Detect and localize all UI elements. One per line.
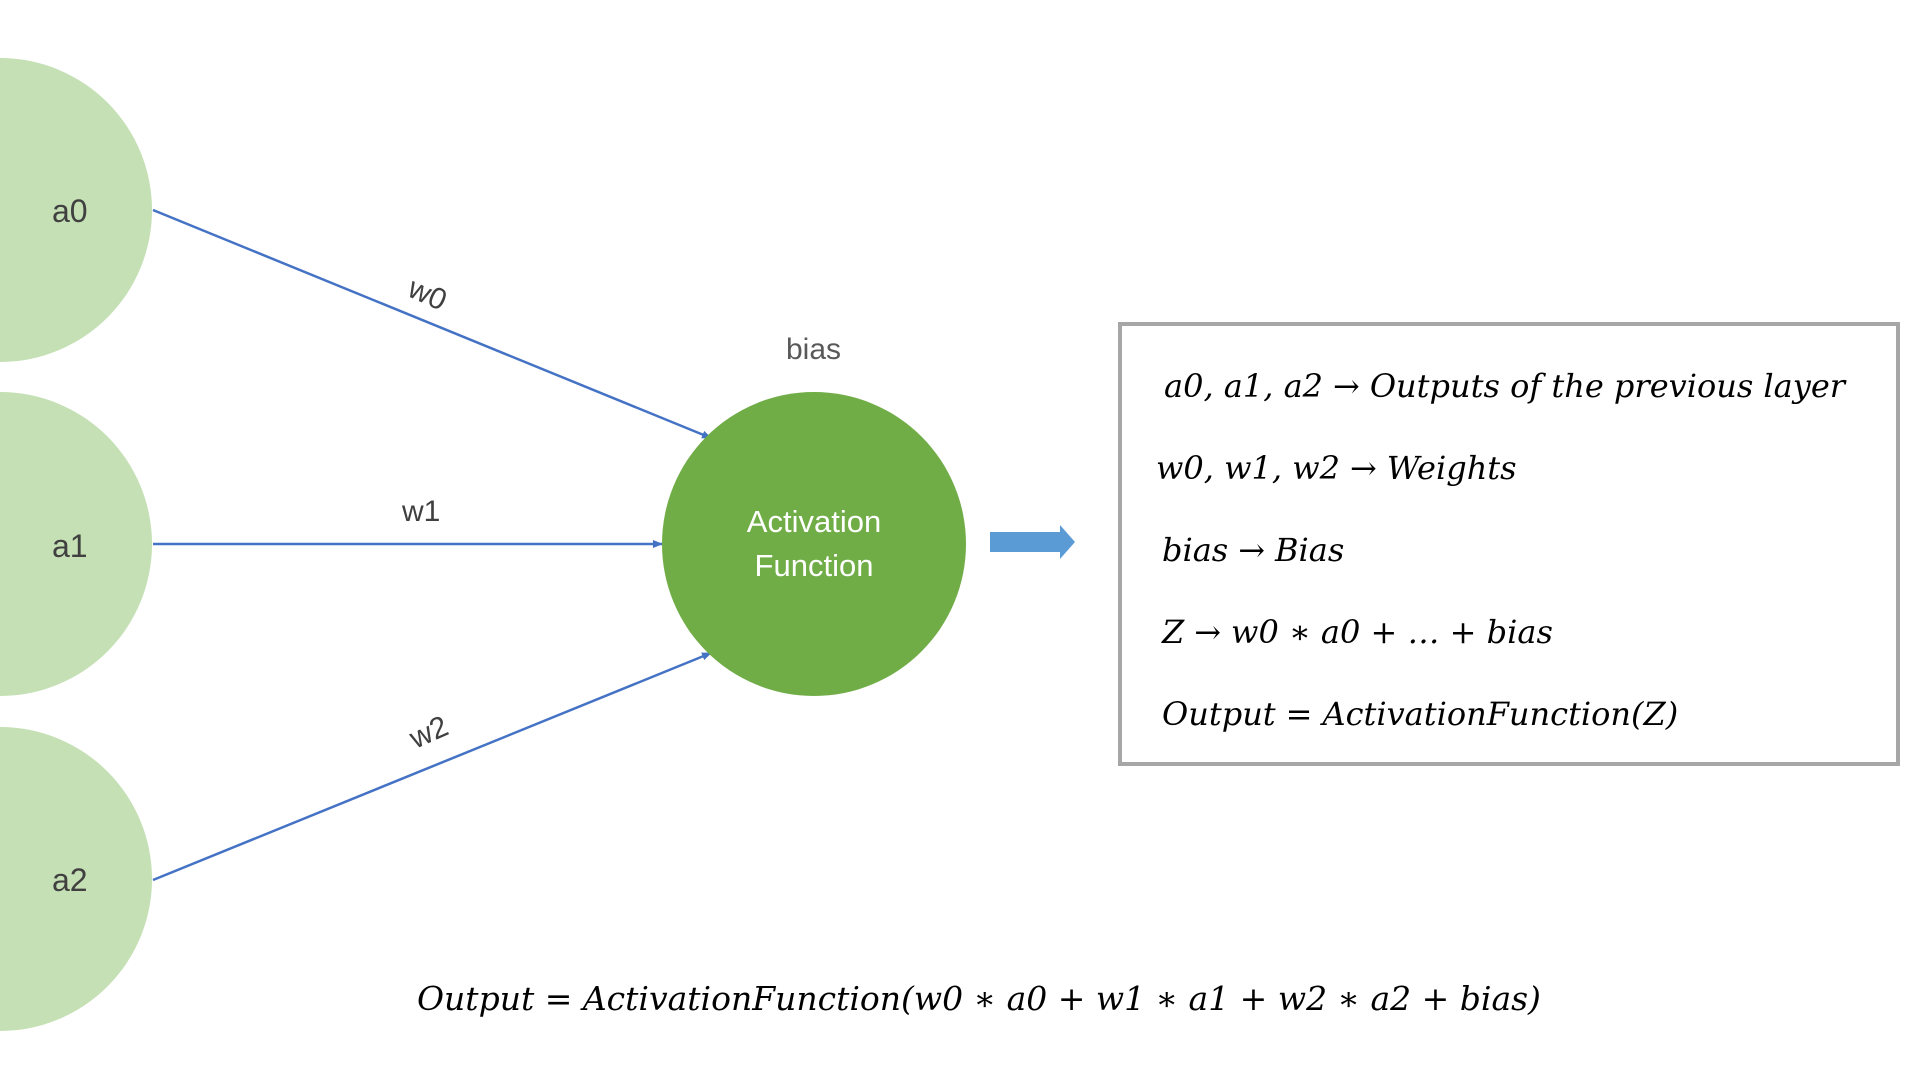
- definition-symbol: bias: [1162, 531, 1229, 569]
- bias-label: bias: [786, 333, 842, 366]
- connector-w2: [152, 651, 712, 882]
- weight-label-w1: w1: [402, 495, 441, 528]
- definition-row: a0, a1, a2 →Outputs of the previous layer: [1164, 370, 1845, 402]
- definition-arrow: →: [1349, 449, 1377, 487]
- input-label-a1: a1: [52, 528, 88, 564]
- definition-row: Output=ActivationFunction(Z): [1162, 698, 1678, 730]
- input-label-a2: a2: [52, 862, 88, 898]
- definition-symbol: a0, a1, a2: [1164, 367, 1323, 405]
- activation-label-line1: Activation: [746, 504, 882, 539]
- definition-arrow: =: [1285, 695, 1313, 733]
- definition-row: bias→Bias: [1162, 534, 1344, 566]
- definition-symbol: Z: [1162, 613, 1185, 651]
- definition-meaning: Weights: [1386, 449, 1517, 487]
- definition-arrow: →: [1194, 613, 1222, 651]
- definition-arrow: →: [1333, 367, 1360, 405]
- definition-symbol: Output: [1162, 695, 1276, 733]
- definition-meaning: Bias: [1275, 531, 1345, 569]
- definition-row: w0, w1, w2→Weights: [1156, 452, 1517, 484]
- activation-label-line2: Function: [754, 548, 874, 583]
- definition-meaning: w0 ∗ a0 + … + bias: [1231, 613, 1553, 651]
- definition-row: Z→w0 ∗ a0 + … + bias: [1162, 616, 1553, 648]
- input-label-a0: a0: [52, 193, 88, 229]
- definition-arrow: →: [1238, 531, 1266, 569]
- output-arrow: [990, 525, 1075, 559]
- definition-meaning: ActivationFunction(Z): [1322, 695, 1679, 733]
- connector-w0: [152, 208, 712, 440]
- definitions-box: a0, a1, a2→Outputs of the previous layer…: [1118, 322, 1900, 766]
- definition-meaning: Outputs of the previous layer: [1369, 367, 1846, 405]
- output-formula: Output = ActivationFunction(w0 ∗ a0 + w1…: [417, 979, 1541, 1018]
- activation-function-node: Activation Function: [662, 392, 966, 696]
- definition-symbol: w0, w1, w2: [1156, 449, 1340, 487]
